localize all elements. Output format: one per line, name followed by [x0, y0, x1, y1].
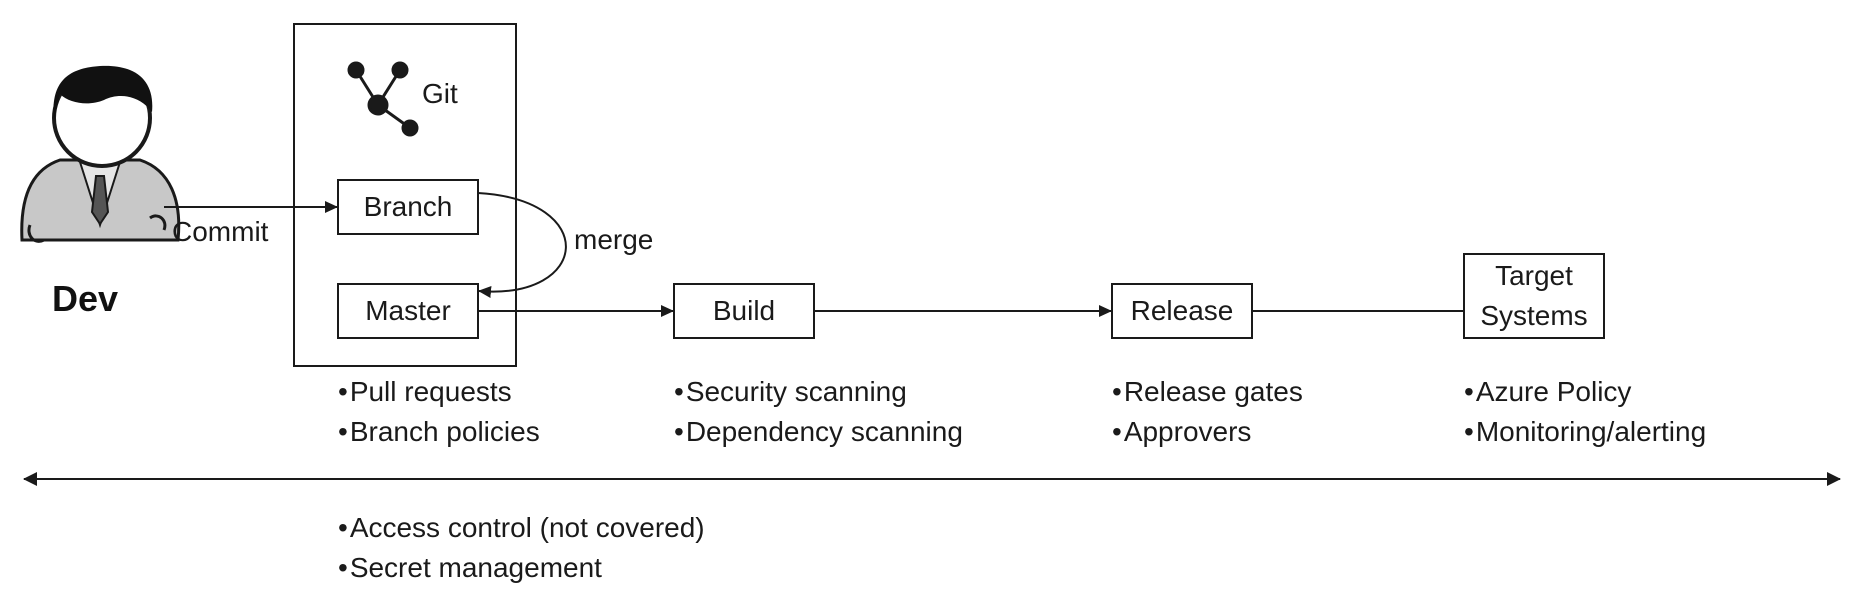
- list-item: Release gates: [1112, 372, 1303, 412]
- git-controls-list: Pull requests Branch policies: [338, 372, 540, 452]
- release-controls-list: Release gates Approvers: [1112, 372, 1303, 452]
- build-box: [673, 283, 815, 339]
- cross-cutting-controls-list: Access control (not covered) Secret mana…: [338, 508, 705, 588]
- developer-avatar-icon: [20, 65, 181, 243]
- list-item: Dependency scanning: [674, 412, 963, 452]
- commit-label: Commit: [172, 216, 269, 247]
- merge-arrow: [477, 192, 567, 298]
- dev-label: Dev: [52, 278, 119, 319]
- master-label: Master: [365, 295, 451, 326]
- build-label: Build: [712, 295, 776, 326]
- git-branch-icon: [347, 61, 419, 137]
- list-item: Security scanning: [674, 372, 963, 412]
- list-item: Approvers: [1112, 412, 1303, 452]
- release-label: Release: [1130, 295, 1234, 326]
- list-item: Secret management: [338, 548, 705, 588]
- list-item: Branch policies: [338, 412, 540, 452]
- target-controls-list: Azure Policy Monitoring/alerting: [1464, 372, 1706, 452]
- git-container: [293, 23, 517, 367]
- target-systems-box: [1463, 253, 1605, 339]
- target-systems-label-line1: Target: [1495, 260, 1573, 291]
- branch-box: [337, 179, 479, 235]
- list-item: Pull requests: [338, 372, 540, 412]
- target-systems-label-line2: Systems: [1480, 300, 1588, 331]
- merge-label: merge: [574, 224, 654, 255]
- release-box: [1111, 283, 1253, 339]
- branch-label: Branch: [363, 191, 453, 222]
- list-item: Access control (not covered): [338, 508, 705, 548]
- list-item: Monitoring/alerting: [1464, 412, 1706, 452]
- list-item: Azure Policy: [1464, 372, 1706, 412]
- git-title: Git: [422, 78, 458, 109]
- master-box: [337, 283, 479, 339]
- build-controls-list: Security scanning Dependency scanning: [674, 372, 963, 452]
